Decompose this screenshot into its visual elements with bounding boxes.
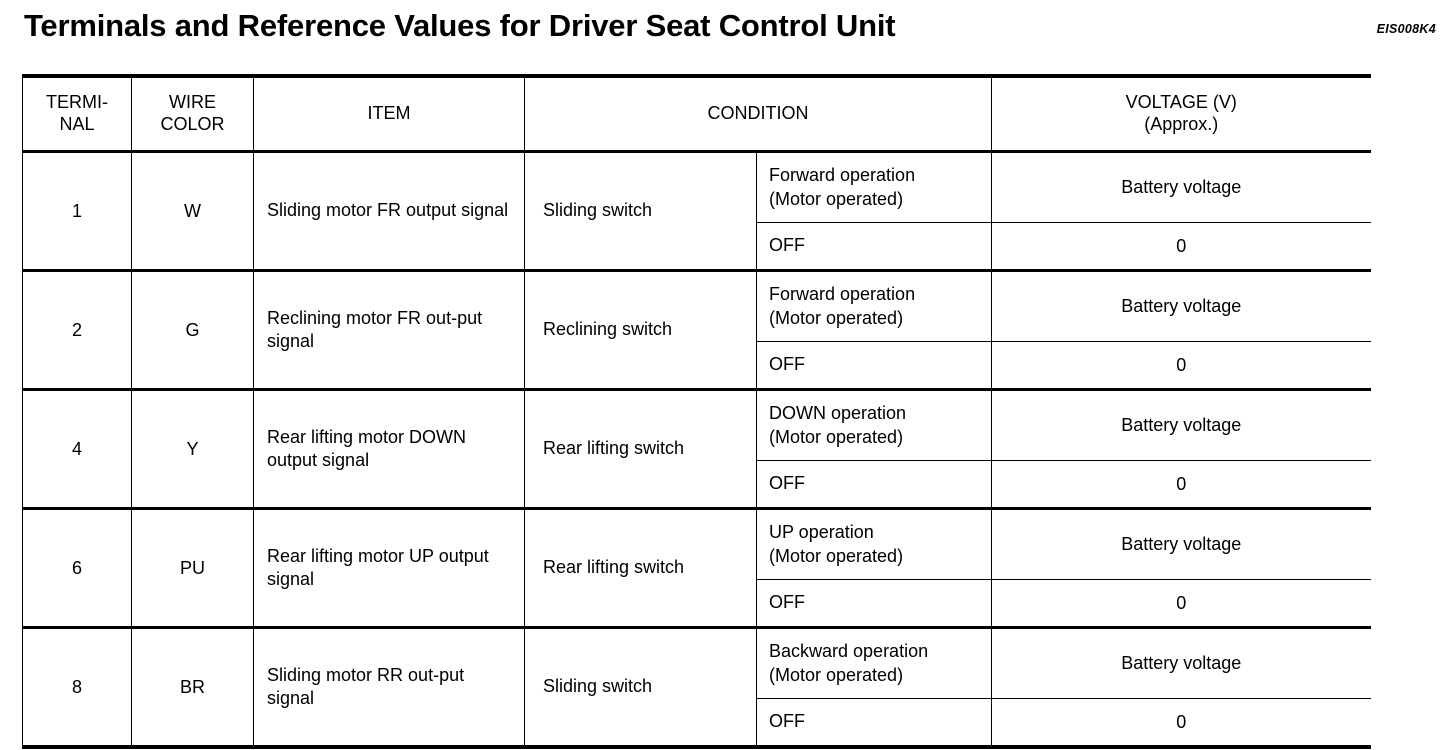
cell-condition-detail: OFF [756,698,992,748]
table-row: OFF 0 [23,341,1371,390]
condition-line-1: Backward operation [769,641,929,662]
table-row: OFF 0 [23,698,1371,748]
document-reference-code: EIS008K4 [1376,22,1436,36]
table-header-row: TERMI- NAL WIRE COLOR ITEM CONDITION VOL… [22,76,1371,153]
cell-wire-color: PU [131,507,254,628]
cell-voltage: 0 [991,579,1371,628]
condition-line-2: (Motor operated) [769,664,904,685]
cell-item: Sliding motor RR out-put signal [253,626,525,748]
condition-line-2: (Motor operated) [769,545,904,566]
cell-item: Sliding motor FR output signal [253,151,525,271]
cell-switch-condition: Sliding switch [524,626,757,748]
cell-item: Rear lifting motor DOWN output signal [253,388,525,509]
cell-voltage: Battery voltage [991,626,1371,699]
condition-line-1: OFF [769,592,805,613]
cell-condition-detail: OFF [756,341,992,390]
cell-wire-color: Y [131,388,254,509]
cell-switch-condition: Rear lifting switch [524,507,757,628]
cell-voltage: 0 [991,698,1371,748]
table-row: OFF 0 [23,579,1371,628]
cell-switch-condition: Sliding switch [524,151,757,271]
cell-wire-color: W [131,151,254,271]
cell-voltage: 0 [991,341,1371,390]
column-header-voltage-line1: VOLTAGE (V) [1125,92,1237,113]
cell-switch-condition: Reclining switch [524,269,757,390]
cell-voltage: Battery voltage [991,151,1371,223]
cell-terminal: 4 [22,388,132,509]
cell-condition-detail: Forward operation(Motor operated) [756,151,992,223]
column-header-item: ITEM [253,76,525,153]
cell-voltage: 0 [991,460,1371,509]
table-row: OFF 0 [23,460,1371,509]
condition-line-1: OFF [769,235,805,256]
cell-wire-color: BR [131,626,254,748]
terminals-reference-table: TERMI- NAL WIRE COLOR ITEM CONDITION VOL… [22,74,1371,749]
condition-line-1: OFF [769,354,805,375]
column-header-condition: CONDITION [524,76,992,153]
cell-item: Rear lifting motor UP output signal [253,507,525,628]
cell-voltage: Battery voltage [991,507,1371,580]
page-header: Terminals and Reference Values for Drive… [0,0,1456,62]
cell-wire-color: G [131,269,254,390]
column-header-terminal-line1: TERMI- [46,92,108,113]
cell-condition-detail: OFF [756,222,992,271]
condition-line-1: UP operation [769,522,874,543]
column-header-terminal-line2: NAL [59,114,95,134]
cell-item: Reclining motor FR out-put signal [253,269,525,390]
column-header-terminal: TERMI- NAL [22,76,132,153]
column-header-wire-color-line1: WIRE [169,92,216,113]
page-title: Terminals and Reference Values for Drive… [24,8,896,43]
cell-voltage: Battery voltage [991,388,1371,461]
cell-condition-detail: UP operation(Motor operated) [756,507,992,580]
cell-condition-detail: DOWN operation(Motor operated) [756,388,992,461]
cell-terminal: 8 [22,626,132,748]
condition-line-1: OFF [769,711,805,732]
condition-line-1: OFF [769,473,805,494]
cell-switch-condition: Rear lifting switch [524,388,757,509]
cell-condition-detail: Forward operation(Motor operated) [756,269,992,342]
cell-terminal: 2 [22,269,132,390]
condition-line-2: (Motor operated) [769,426,904,447]
cell-condition-detail: Backward operation(Motor operated) [756,626,992,699]
cell-terminal: 1 [22,151,132,271]
condition-line-1: DOWN operation [769,403,907,424]
condition-line-1: Forward operation [769,284,916,305]
condition-line-1: Forward operation [769,165,916,186]
cell-terminal: 6 [22,507,132,628]
condition-line-2: (Motor operated) [769,188,904,209]
column-header-wire-color-line2: COLOR [160,114,225,134]
cell-voltage: 0 [991,222,1371,271]
cell-condition-detail: OFF [756,460,992,509]
column-header-voltage-line2: (Approx.) [1144,114,1219,134]
cell-voltage: Battery voltage [991,269,1371,342]
column-header-voltage: VOLTAGE (V) (Approx.) [991,76,1371,153]
condition-line-2: (Motor operated) [769,307,904,328]
cell-condition-detail: OFF [756,579,992,628]
column-header-wire-color: WIRE COLOR [131,76,254,153]
